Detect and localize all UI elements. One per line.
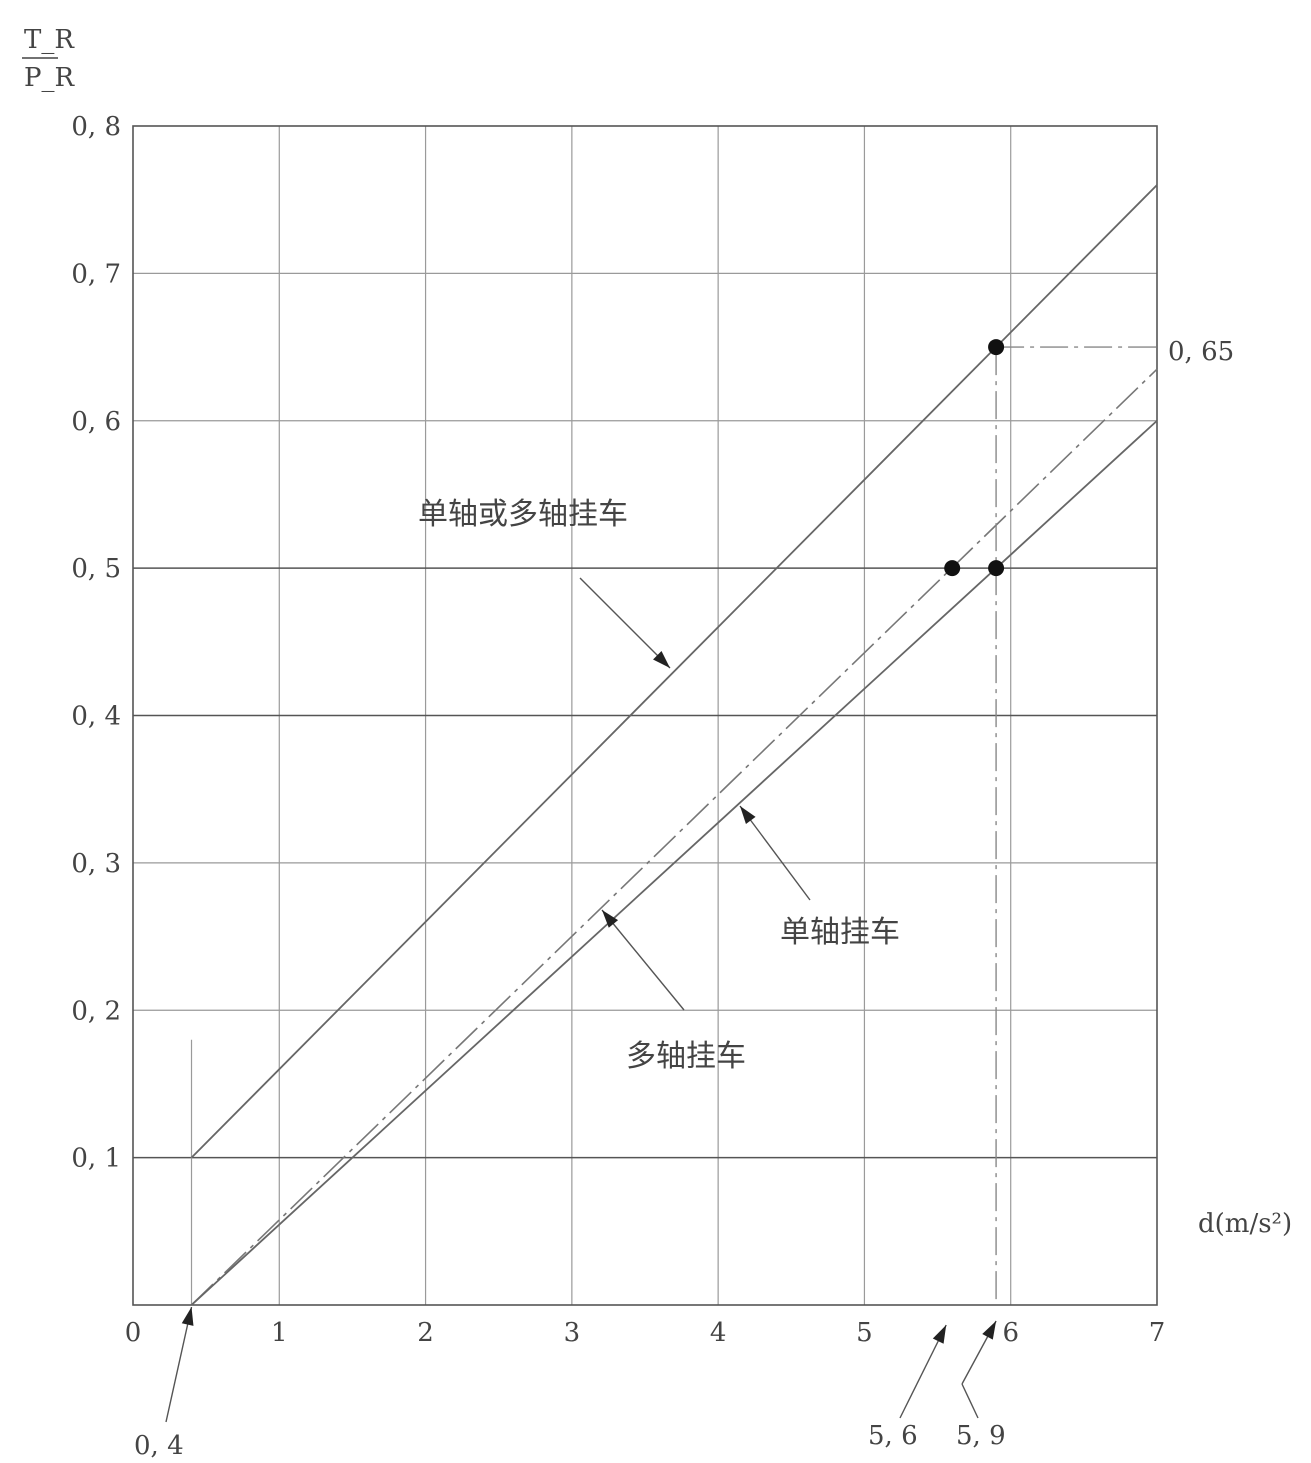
- data-point-2: [988, 560, 1005, 577]
- pointer-multi-axle-head: [602, 910, 619, 928]
- x-axis-label: d(m/s²): [1198, 1209, 1292, 1239]
- y-tick-label-1: 0, 2: [71, 996, 121, 1026]
- series-label-single-axle: 单轴挂车: [780, 915, 900, 950]
- y-tick-label-6: 0, 7: [71, 259, 121, 289]
- pointer-single-or-multi-line: [579, 577, 671, 669]
- guide-lines: [165, 346, 1158, 1423]
- annotation-04: 0, 4: [134, 1431, 184, 1461]
- x-tick-label-4: 4: [710, 1318, 727, 1348]
- pointer-04-line: [165, 1306, 193, 1423]
- y-axis-label-top: T_R: [24, 25, 75, 55]
- annotation-065: 0, 65: [1168, 337, 1234, 367]
- series-label-single-or-multi-axle: 单轴或多轴挂车: [418, 497, 628, 532]
- y-axis-label-bottom: P_R: [24, 63, 75, 93]
- x-tick-label-5: 5: [856, 1318, 873, 1348]
- y-tick-label-2: 0, 3: [71, 849, 121, 879]
- annotation-56: 5, 6: [868, 1421, 918, 1451]
- pointer-single-axle-head: [740, 806, 756, 825]
- x-tick-label-3: 3: [564, 1318, 581, 1348]
- series-line-1: [190, 368, 1158, 1306]
- pointer-59-tail: [961, 1383, 979, 1419]
- pointer-single-axle-line: [739, 805, 811, 901]
- series-label-multi-axle: 多轴挂车: [626, 1039, 746, 1074]
- grid: [133, 126, 1157, 1305]
- x-tick-label-0: 0: [125, 1318, 142, 1348]
- pointer-59-head: [982, 1321, 997, 1340]
- axes: 0 1 2 3 4 5 6 7 0, 1 0, 2 0, 3 0, 4 0, 5 0, 6 0, 7 0, 8: [71, 112, 1165, 1348]
- pointer-multi-axle-line: [601, 909, 685, 1011]
- data-points: [944, 339, 1005, 577]
- annotation-59: 5, 9: [956, 1421, 1006, 1451]
- x-tick-label-7: 7: [1149, 1318, 1166, 1348]
- x-tick-label-6: 6: [1002, 1318, 1019, 1348]
- plot-frame: [132, 125, 1158, 1306]
- series: [190, 184, 1158, 1306]
- y-tick-label-3: 0, 4: [71, 702, 121, 732]
- pointer-single-or-multi-head: [653, 651, 670, 668]
- y-tick-label-0: 0, 1: [71, 1144, 121, 1174]
- data-point-0: [988, 339, 1005, 356]
- labels: T_R P_R d(m/s²): [22, 25, 1292, 1239]
- x-tick-label-1: 1: [271, 1318, 288, 1348]
- pointer-56-head: [932, 1325, 947, 1344]
- y-tick-label-4: 0, 5: [71, 554, 121, 584]
- pointer-04-head: [181, 1307, 194, 1326]
- annotations: 单轴或多轴挂车 单轴挂车 多轴挂车 0, 65 0, 4 5, 6 5, 9: [134, 337, 1234, 1461]
- series-line-0: [190, 184, 1158, 1159]
- y-tick-label-7: 0, 8: [71, 112, 121, 142]
- y-tick-label-5: 0, 6: [71, 407, 121, 437]
- x-tick-label-2: 2: [417, 1318, 434, 1348]
- data-point-1: [944, 560, 961, 577]
